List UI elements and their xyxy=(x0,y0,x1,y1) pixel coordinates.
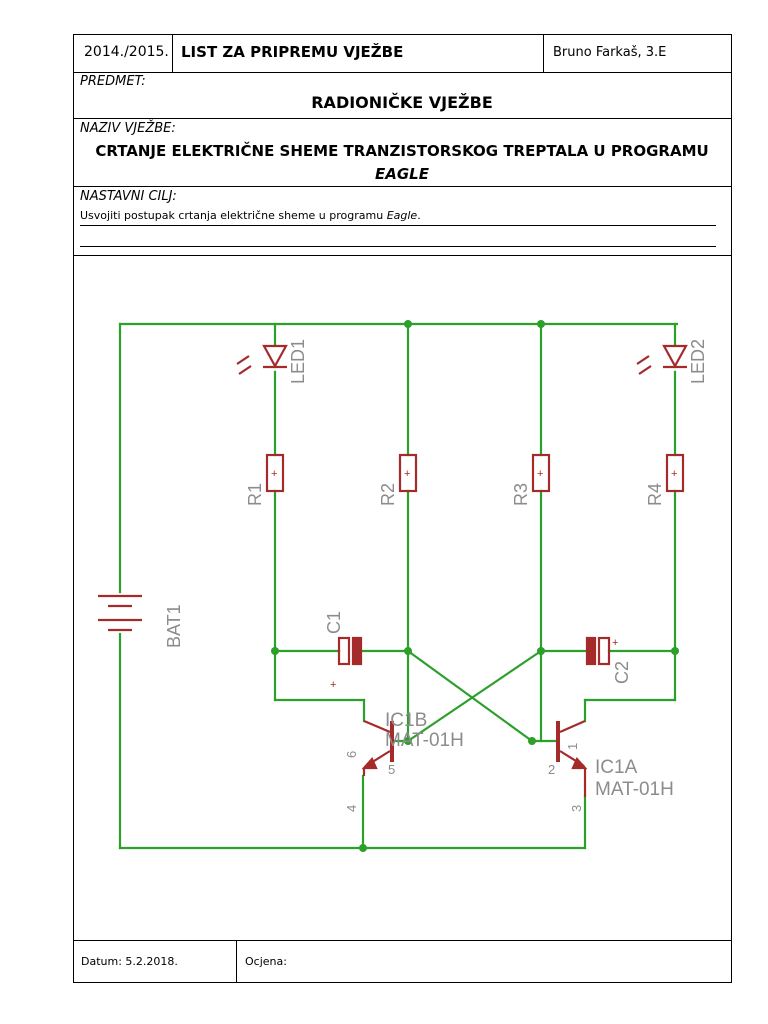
subject-label: PREDMET: xyxy=(80,74,146,89)
subject-value: RADIONIČKE VJEŽBE xyxy=(311,93,493,112)
light-arrow xyxy=(638,365,652,375)
label-ic1a: IC1A xyxy=(595,757,638,778)
sheet-title: LIST ZA PRIPREMU VJEŽBE xyxy=(181,43,404,61)
footer-divider xyxy=(236,940,237,982)
pin-1: 1 xyxy=(565,743,580,750)
emitter-arrow xyxy=(361,756,378,770)
exercise-label: NAZIV VJEŽBE: xyxy=(80,121,176,136)
r2-plus-sign: + xyxy=(404,468,410,480)
capacitor-plate-filled xyxy=(585,636,597,666)
wire-cross-1 xyxy=(406,649,534,743)
resistor-r2 xyxy=(398,453,418,493)
label-r2: R2 xyxy=(378,483,398,506)
transistor-collector xyxy=(363,719,391,734)
schematic-parts xyxy=(98,344,688,797)
junction-dot xyxy=(671,647,679,655)
junction-dot xyxy=(359,844,367,852)
resistor-r4 xyxy=(665,453,685,493)
transistor-ic1b xyxy=(361,719,394,776)
header-divider-2 xyxy=(543,35,544,72)
capacitor-plate-filled xyxy=(351,636,363,666)
writing-line xyxy=(80,225,716,226)
label-led2: LED2 xyxy=(688,339,708,384)
r4-plus-sign: + xyxy=(671,468,677,480)
schematic-labels: LED1 LED2 R1 R2 R3 R4 BAT1 C1 C2 IC1B MA… xyxy=(164,339,708,812)
capacitor-plate xyxy=(597,636,611,666)
junction-dot xyxy=(404,647,412,655)
grade-field: Ocjena: xyxy=(245,955,287,968)
writing-line xyxy=(80,246,716,247)
c2-plus-sign: + xyxy=(612,637,618,649)
resistor-r1 xyxy=(265,453,285,493)
label-ic1b: IC1B xyxy=(385,710,427,731)
label-r4: R4 xyxy=(645,483,665,506)
label-ic1a-part: MAT-01H xyxy=(595,779,674,800)
diode-triangle xyxy=(262,344,288,369)
schematic-junctions xyxy=(271,320,679,852)
transistor-collector xyxy=(559,719,586,734)
capacitor-plate xyxy=(337,636,351,666)
row-divider xyxy=(74,940,731,941)
author-name: Bruno Farkaš, 3.E xyxy=(553,45,667,60)
light-arrow xyxy=(636,355,650,365)
resistor-r3 xyxy=(531,453,551,493)
circuit-schematic: LED1 LED2 R1 R2 R3 R4 BAT1 C1 C2 IC1B MA… xyxy=(98,320,708,852)
capacitor-c2 xyxy=(585,636,611,666)
goal-text-program: Eagle xyxy=(386,209,418,222)
junction-dot xyxy=(404,737,412,745)
junction-dot xyxy=(271,647,279,655)
junction-dot xyxy=(537,320,545,328)
battery-symbol xyxy=(98,594,142,632)
school-year: 2014./2015. xyxy=(84,44,169,60)
header-divider-1 xyxy=(172,35,173,72)
r3-plus-sign: + xyxy=(537,468,543,480)
label-r1: R1 xyxy=(245,483,265,506)
goal-text-suffix: . xyxy=(417,209,421,222)
junction-dot xyxy=(537,647,545,655)
diode-triangle xyxy=(662,344,688,369)
wire-cross-2 xyxy=(406,649,543,743)
label-r3: R3 xyxy=(511,483,531,506)
r1-plus-sign: + xyxy=(271,468,277,480)
row-divider xyxy=(74,186,731,187)
label-bat1: BAT1 xyxy=(164,604,184,648)
row-divider xyxy=(74,118,731,119)
label-ic1b-part: MAT-01H xyxy=(385,730,464,751)
goal-text: Usvojiti postupak crtanja električne she… xyxy=(80,209,421,222)
row-divider xyxy=(74,255,731,256)
transistor-ic1a xyxy=(556,719,588,797)
light-arrow xyxy=(238,365,252,375)
label-c2: C2 xyxy=(612,661,632,684)
junction-dot xyxy=(404,320,412,328)
pin-3: 3 xyxy=(569,805,584,812)
light-arrow xyxy=(236,355,250,365)
pin-5: 5 xyxy=(388,762,395,777)
goal-text-prefix: Usvojiti postupak crtanja električne she… xyxy=(80,209,387,222)
date-field: Datum: 5.2.2018. xyxy=(81,955,178,968)
led2-symbol xyxy=(636,344,688,375)
row-divider xyxy=(74,72,731,73)
junction-dot xyxy=(528,737,536,745)
pin-4: 4 xyxy=(344,805,359,812)
goal-label: NASTAVNI CILJ: xyxy=(80,189,177,204)
label-led1: LED1 xyxy=(288,339,308,384)
schematic-wires xyxy=(118,322,679,850)
exercise-title-program: EAGLE xyxy=(375,165,429,183)
capacitor-c1 xyxy=(337,636,363,666)
c1-plus-sign: + xyxy=(330,679,336,691)
led1-symbol xyxy=(236,344,288,375)
label-c1: C1 xyxy=(324,611,344,634)
exercise-title: CRTANJE ELEKTRIČNE SHEME TRANZISTORSKOG … xyxy=(95,142,709,160)
exercise-sheet: 2014./2015. LIST ZA PRIPREMU VJEŽBE Brun… xyxy=(73,34,732,983)
pin-2: 2 xyxy=(548,762,555,777)
pin-6: 6 xyxy=(344,751,359,758)
emitter-arrow xyxy=(571,756,588,770)
